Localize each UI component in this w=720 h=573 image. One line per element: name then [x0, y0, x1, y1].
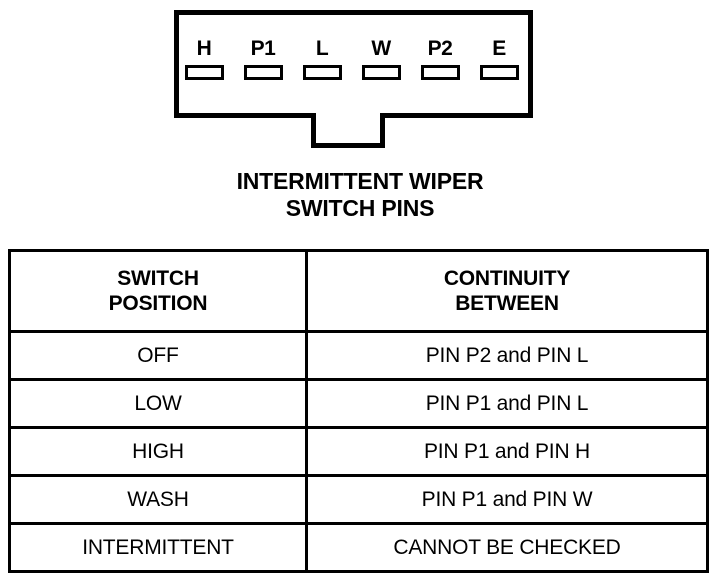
cell-switch-position: LOW — [8, 378, 308, 429]
cell-switch-position: HIGH — [8, 426, 308, 477]
table-row: INTERMITTENT CANNOT BE CHECKED — [8, 522, 709, 573]
header-continuity-between-line-1: CONTINUITY — [443, 267, 571, 290]
connector-diagram: H P1 L W P2 E — [0, 0, 720, 160]
table-row: OFF PIN P2 and PIN L — [8, 330, 709, 381]
table-row: HIGH PIN P1 and PIN H — [8, 426, 709, 477]
pin-slot-h — [185, 65, 224, 80]
diagram-caption: INTERMITTENT WIPER SWITCH PINS — [0, 168, 720, 222]
header-continuity-between-line-2: BETWEEN — [455, 292, 559, 315]
cell-continuity: PIN P1 and PIN L — [305, 378, 709, 429]
table-header-row: SWITCH POSITION CONTINUITY BETWEEN — [8, 249, 709, 333]
header-continuity-between: CONTINUITY BETWEEN — [305, 249, 709, 333]
caption-line-1: INTERMITTENT WIPER — [236, 168, 484, 194]
cell-switch-position: OFF — [8, 330, 308, 381]
header-switch-position-line-2: POSITION — [108, 292, 208, 315]
pin-label-l: L — [316, 37, 329, 60]
caption-line-2: SWITCH PINS — [285, 195, 435, 221]
cell-continuity: PIN P1 and PIN H — [305, 426, 709, 477]
header-switch-position: SWITCH POSITION — [8, 249, 308, 333]
pin-label-w: W — [371, 37, 391, 60]
pin-slot-e — [480, 65, 519, 80]
pin-label-p1: P1 — [251, 37, 277, 60]
continuity-table: SWITCH POSITION CONTINUITY BETWEEN OFF P… — [8, 249, 709, 573]
cell-continuity: PIN P2 and PIN L — [305, 330, 709, 381]
pin-slot-l — [303, 65, 342, 80]
pin-label-h: H — [197, 37, 212, 60]
pin-label-p2: P2 — [428, 37, 453, 60]
pin-label-e: E — [492, 37, 506, 60]
header-switch-position-line-1: SWITCH — [117, 267, 199, 290]
cell-switch-position: WASH — [8, 474, 308, 525]
cell-continuity: PIN P1 and PIN W — [305, 474, 709, 525]
table-row: LOW PIN P1 and PIN L — [8, 378, 709, 429]
cell-continuity: CANNOT BE CHECKED — [305, 522, 709, 573]
pin-slot-p1 — [244, 65, 283, 80]
pin-slot-p2 — [421, 65, 460, 80]
table-row: WASH PIN P1 and PIN W — [8, 474, 709, 525]
pin-slot-w — [362, 65, 401, 80]
cell-switch-position: INTERMITTENT — [8, 522, 308, 573]
connector-body-outline — [174, 10, 533, 148]
